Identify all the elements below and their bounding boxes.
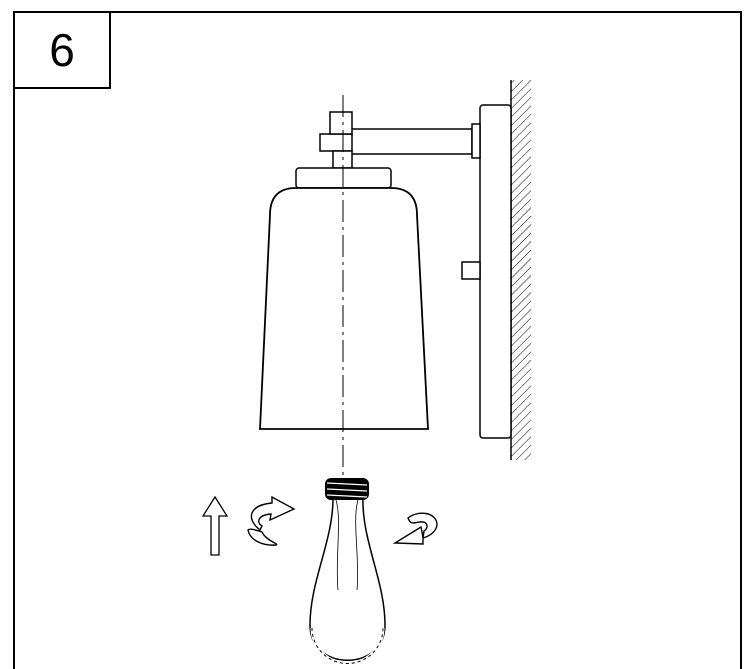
step-number: 6 (49, 24, 75, 76)
wall-plate (479, 104, 512, 439)
glass-shade (259, 187, 429, 430)
mounting-screw (461, 261, 481, 280)
step-number-box (14, 12, 111, 89)
up-arrow-icon (201, 495, 229, 556)
rotate-right-icon (392, 512, 438, 545)
wall (510, 80, 531, 460)
rotate-left-icon (247, 495, 296, 546)
light-bulb (309, 478, 386, 665)
lamp-arm (319, 111, 481, 169)
panel-frame (13, 11, 742, 669)
